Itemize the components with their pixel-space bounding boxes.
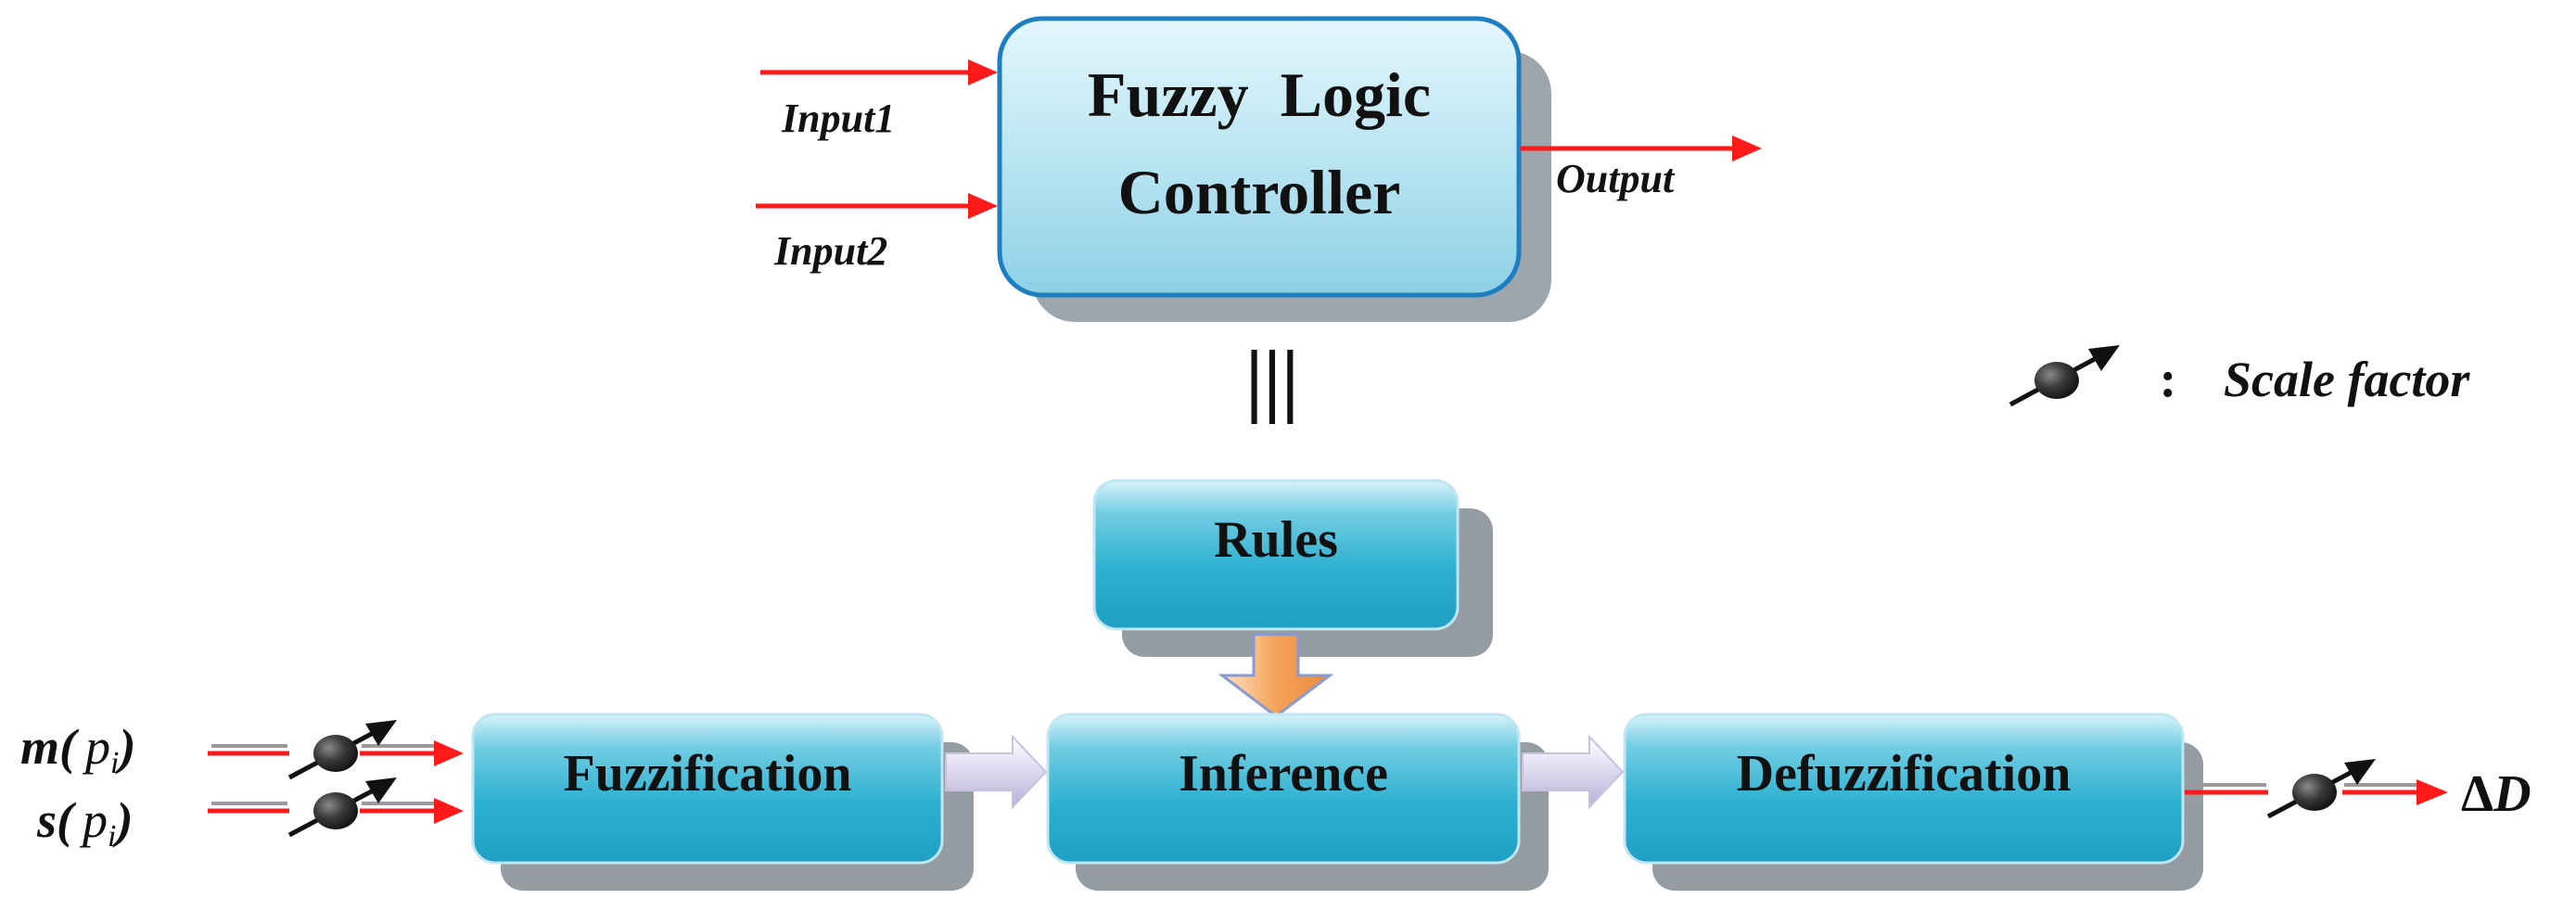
legend-scale-factor-icon	[2009, 345, 2120, 407]
s-func: s(	[36, 792, 77, 848]
inference-to-defuzzification-arrow	[1522, 734, 1625, 810]
inference-label: Inference	[1179, 745, 1388, 803]
input2-arrow	[756, 193, 998, 219]
m-input-arrow	[208, 740, 464, 766]
inference-block: Inference	[1046, 713, 1549, 891]
m-func: m(	[20, 719, 80, 775]
delta-d-output-arrow	[2185, 779, 2448, 805]
legend-label: Scale factor	[2224, 352, 2470, 407]
s-sub: i	[108, 819, 116, 854]
output-label: Output	[1556, 156, 1676, 201]
input1-arrow	[760, 59, 998, 85]
m-sub: i	[110, 746, 119, 780]
input1-label: Input1	[781, 96, 895, 141]
controller-title-line1: Fuzzy Logic	[1088, 59, 1431, 130]
s-input-label: s(pi)	[36, 792, 133, 854]
output-arrow	[1521, 135, 1762, 161]
fuzzy-logic-controller-block: Fuzzy Logic Controller	[997, 16, 1551, 322]
controller-title-line2: Controller	[1118, 157, 1401, 227]
equivalence-symbol: |||	[1245, 335, 1299, 425]
delta-d-label: ΔD	[2461, 765, 2531, 823]
output-scale-factor-icon	[2266, 759, 2376, 819]
legend-separator: :	[2160, 351, 2177, 408]
rules-label: Rules	[1214, 511, 1338, 569]
rules-to-inference-arrow	[1218, 633, 1334, 718]
s-input-arrow	[208, 798, 464, 824]
s-close: )	[111, 792, 133, 848]
m-close: )	[114, 719, 135, 775]
delta-symbol: Δ	[2461, 765, 2493, 823]
m-scale-factor-icon	[287, 720, 397, 780]
fuzzification-label: Fuzzification	[563, 745, 851, 803]
d-symbol: D	[2493, 765, 2531, 823]
s-p: p	[79, 792, 108, 848]
s-scale-factor-icon	[287, 777, 397, 838]
defuzzification-block: Defuzzification	[1623, 713, 2203, 891]
input2-label: Input2	[773, 228, 887, 274]
m-input-label: m(pi)	[20, 719, 135, 780]
rules-block: Rules	[1092, 479, 1493, 657]
defuzzification-label: Defuzzification	[1737, 745, 2072, 803]
m-p: p	[82, 719, 110, 775]
fuzzification-block: Fuzzification	[471, 713, 974, 891]
fuzzification-to-inference-arrow	[945, 734, 1048, 810]
